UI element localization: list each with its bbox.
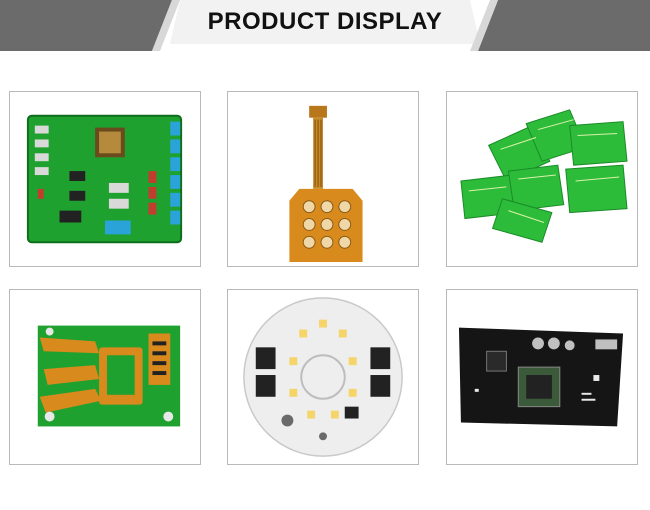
product-card-black-board[interactable]: [446, 289, 638, 465]
led-pcb-icon: [243, 297, 403, 457]
rigid-flex-pcb-icon: [37, 325, 181, 427]
flex-pcb-icon: [289, 105, 363, 263]
product-card-control-board[interactable]: [9, 91, 201, 267]
header-banner: PRODUCT DISPLAY: [0, 0, 650, 51]
bare-pcb-icon: [460, 109, 628, 243]
product-card-flex-keypad[interactable]: [227, 91, 419, 267]
page-title: PRODUCT DISPLAY: [207, 8, 443, 35]
product-card-led-board[interactable]: [227, 289, 419, 465]
product-card-pcb-panels[interactable]: [446, 91, 638, 267]
pcb-assembly-icon: [26, 114, 183, 244]
banner-background: [0, 0, 650, 51]
product-card-rigid-flex[interactable]: [9, 289, 201, 465]
black-pcb-icon: [458, 327, 624, 427]
